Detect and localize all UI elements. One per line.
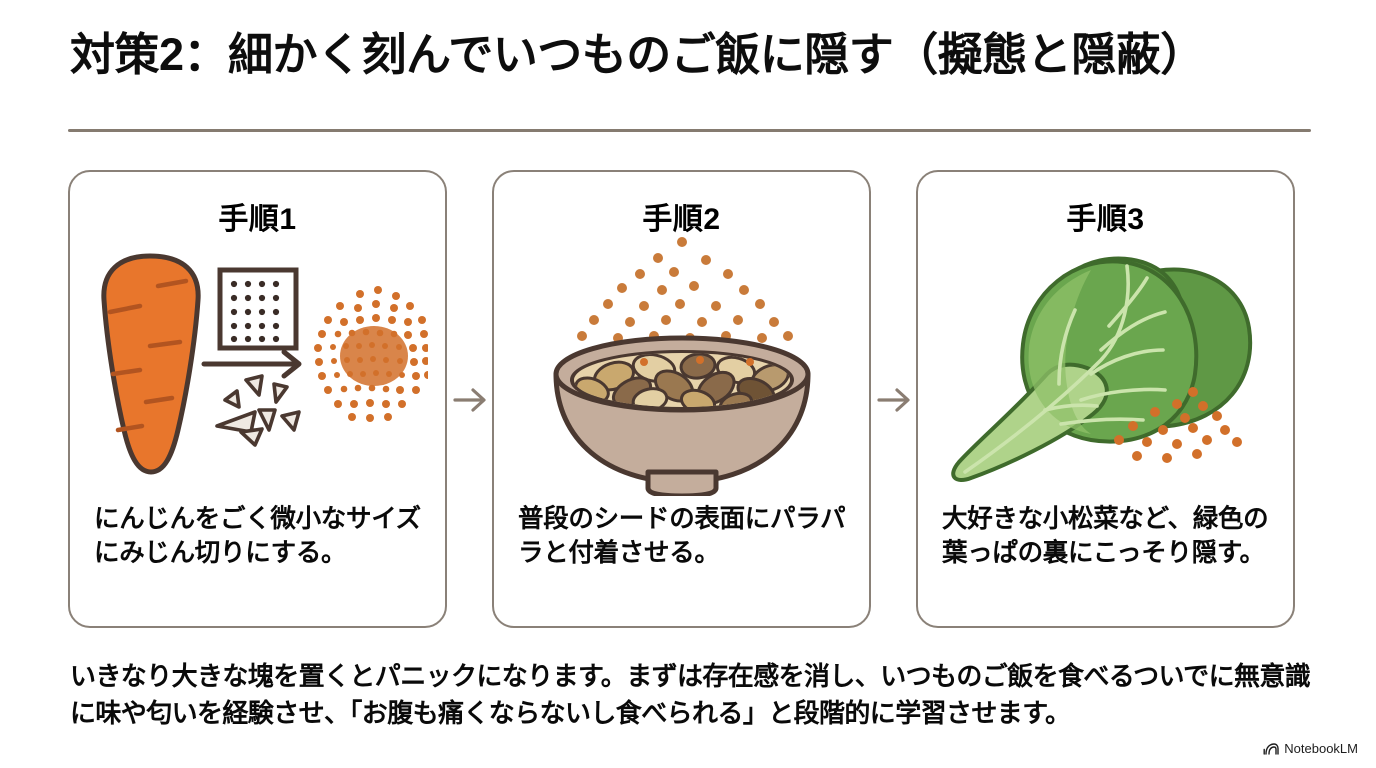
step-3-illustration: [918, 234, 1293, 499]
page-title: 対策2：細かく刻んでいつものご飯に隠す（擬態と隠蔽）: [70, 29, 1205, 80]
step-2-caption: 普段のシードの表面にパラパラと付着させる。: [518, 505, 846, 568]
step-3-caption: 大好きな小松菜など、緑色の葉っぱの裏にこっそり隠す。: [942, 505, 1269, 568]
notebooklm-label: NotebookLM: [1284, 741, 1358, 756]
step-1-illustration: [70, 234, 445, 499]
title-divider: [68, 129, 1311, 132]
arrow-step2-to-step3: [873, 383, 917, 417]
step-1-heading: 手順1: [218, 203, 297, 236]
step-card-1: 手順1: [68, 170, 447, 628]
arrow-step1-to-step2: [449, 383, 493, 417]
step-card-3: 手順3: [916, 170, 1295, 628]
step-3-heading: 手順3: [1066, 203, 1145, 236]
step-2-illustration: [494, 234, 869, 499]
footer-note: いきなり大きな塊を置くとパニックになります。まずは存在感を消し、いつものご飯を食…: [70, 661, 1311, 728]
carrot-grater-mince-icon: [100, 253, 428, 475]
hidden-mince-dots: [1113, 387, 1242, 463]
step-2-heading: 手順2: [642, 203, 721, 236]
step-card-2: 手順2: [492, 170, 871, 628]
notebooklm-spiral-icon: [1263, 742, 1279, 756]
steps-row: 手順1: [68, 170, 1311, 630]
mince-dot-cloud: [313, 286, 428, 422]
arrow-right-icon: [453, 388, 486, 412]
step-1-caption: にんじんをごく微小なサイズにみじん切りにする。: [94, 505, 421, 568]
notebooklm-watermark: NotebookLM: [1263, 741, 1358, 756]
arrow-right-icon: [877, 388, 910, 412]
seed-bowl-sprinkle-icon: [553, 237, 810, 496]
komatsuna-leaf-icon: [950, 256, 1252, 482]
